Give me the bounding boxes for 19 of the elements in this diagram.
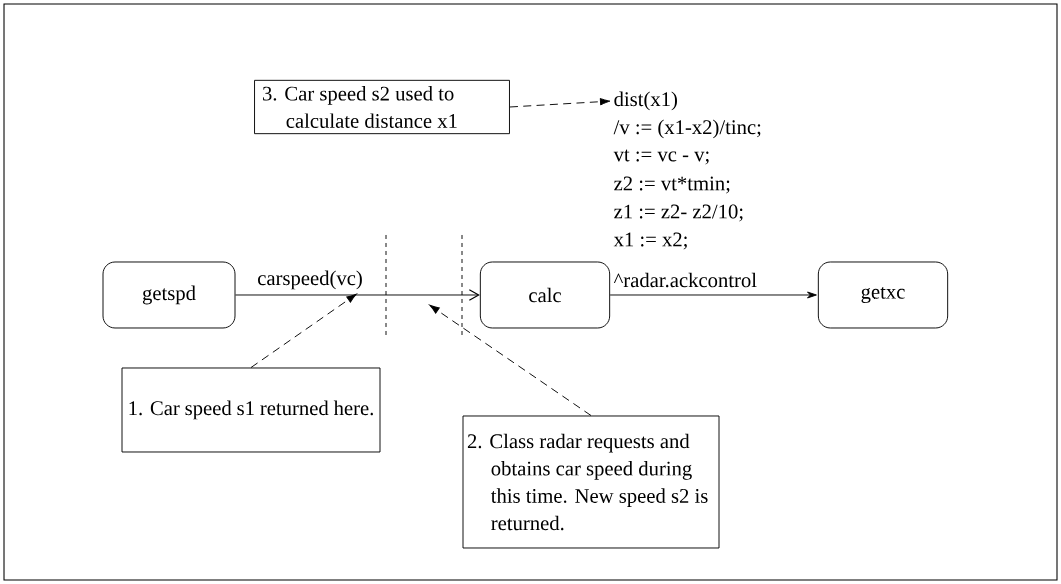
note-box: 1. Car speed s1 returned here. [121, 367, 381, 453]
process-box: getxc [817, 261, 949, 329]
leader-arrow [509, 97, 611, 108]
code-line: x1 := x2; [613, 232, 687, 250]
note-box: 2. Class radar requests and obtains car speed during this time. New speed s2 is returned. [462, 415, 720, 549]
code-text: dist(x1) [614, 91, 677, 111]
arrow [609, 291, 817, 299]
process-box: getspd [102, 261, 236, 329]
process-box: calc [479, 261, 611, 329]
arrow [235, 289, 480, 301]
code-line: z1 := z2- z2/10; [614, 204, 743, 222]
code-line: vt := vc - v; [613, 149, 709, 165]
code-line: /v := (x1-x2)/tinc; [613, 119, 761, 139]
leader-arrow [250, 293, 357, 368]
edge-label: carspeed(vc) [255, 269, 365, 291]
leader-arrow [429, 304, 592, 416]
code-line: z2 := vt*tmin; [614, 176, 730, 194]
note-box: 3. Car speed s2 used to calculate distance x1 [254, 79, 510, 135]
edge-label: ^radar.ackcontrol [612, 271, 759, 289]
